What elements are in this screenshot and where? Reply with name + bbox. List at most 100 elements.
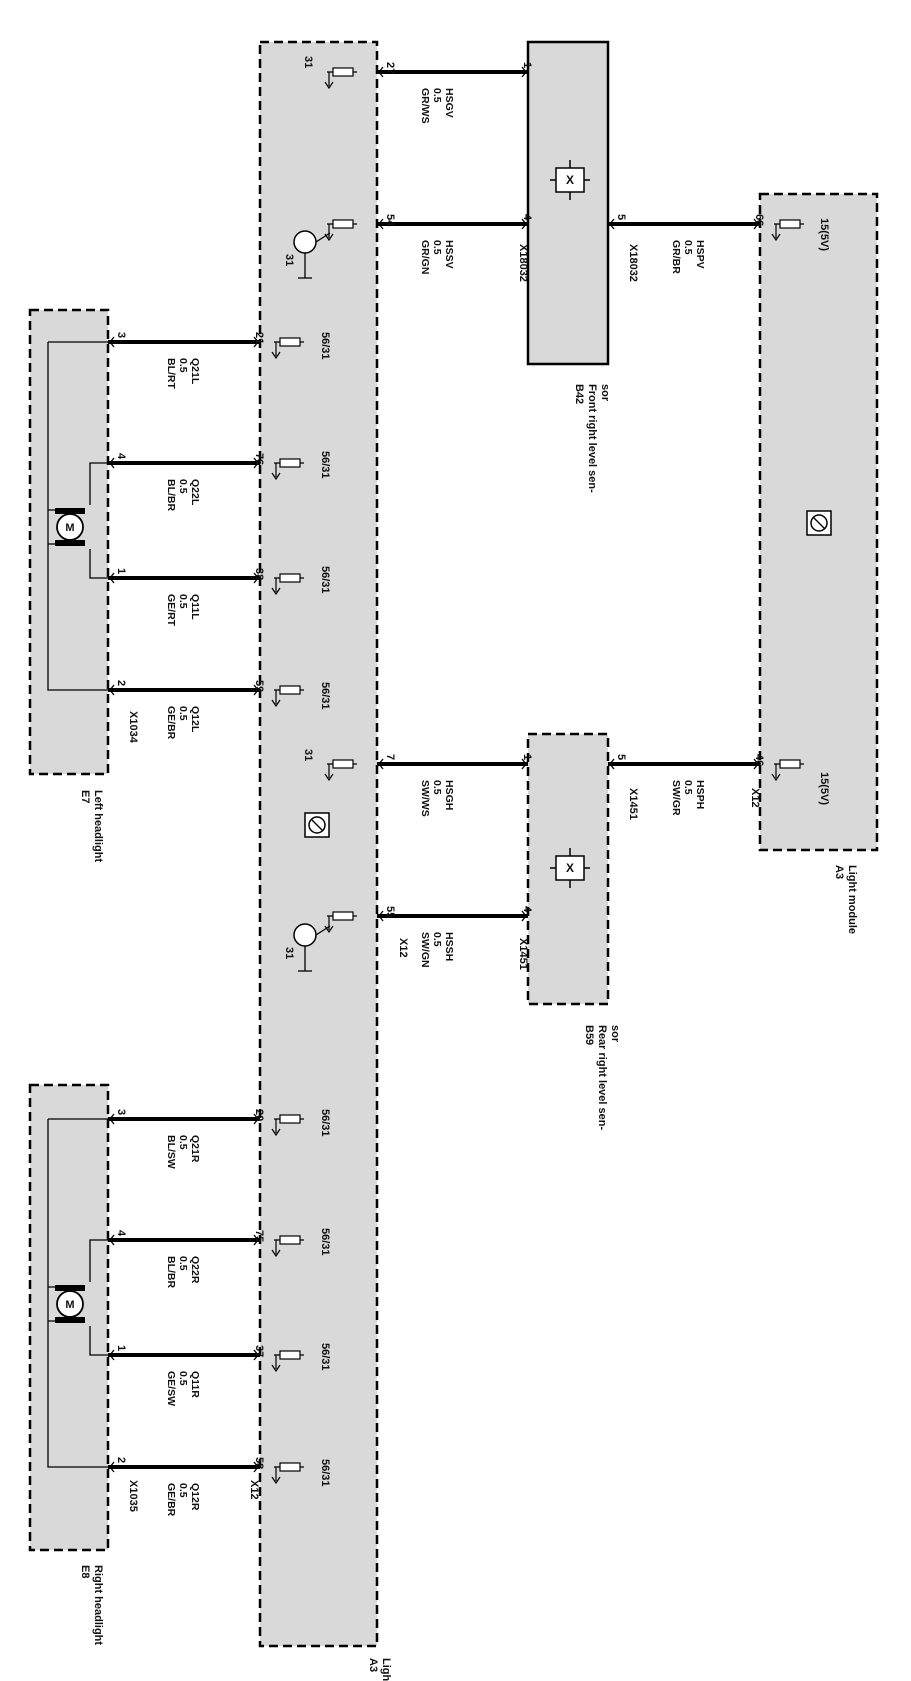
tap-arrow-head-q12r [271,1476,281,1485]
connector-rear-sensor-b: X1451 [517,938,529,970]
pin-chevron-q11l-a [109,572,115,584]
wire-label-q22r-color: BL/BR [165,1256,177,1288]
tap-arrow-head-q11r [271,1364,281,1373]
wire-label-q22r-code: Q22R [189,1256,201,1284]
wire-label-q12r-color: GE/BR [165,1483,177,1517]
wire-label-q12r-code: Q12R [189,1483,201,1511]
wire-label-q21r-color: BL/SW [165,1135,177,1169]
pin-chevron-hsgh-a [378,758,384,770]
pin-chevron-hsph-a [609,758,615,770]
pin-number-hssh-a: 55 [384,906,396,918]
resistor-hssh [332,911,354,921]
light-module-right-label: A3 Light module [833,865,858,934]
wire-label-q21r-size: 0.5 [177,1135,189,1150]
pin-number-q21r-a: 3 [115,1109,127,1115]
front-sensor-symbol-text: X [566,173,574,187]
transistor-icon-rear: 31 [283,923,331,972]
pin-chevron-q12r-a [109,1461,115,1473]
right-motor-text: M [65,1299,74,1311]
wire-label-q11r-color: GE/SW [165,1371,177,1406]
wire-label-hsph-code: HSPH [694,780,706,809]
pin-number-hsgv-b: 1 [521,62,533,68]
wire-label-hssv-color: GR/GN [419,240,431,274]
pin-chevron-hssh-a [378,910,384,922]
connector-light-module-main-a: X12 [397,938,409,958]
wire-label-hsgv-color: GR/WS [419,88,431,124]
light-module-right-symbol-icon [806,510,832,536]
right-headlight-name: Right headlight [92,1565,104,1645]
pin-chevron-hssv-b [521,218,527,230]
wire-label-q22l-code: Q22L [189,479,201,506]
pin-number-q22l-a: 4 [115,453,127,460]
pin-number-hsgv-a: 27 [384,62,396,74]
pin-number-q21r-b: 20 [253,1109,265,1121]
connector-right-headlight: X1035 [127,1480,139,1512]
wire-label-q12r-size: 0.5 [177,1483,189,1498]
shield-label-37: 56/31 [319,1343,331,1371]
pin-number-q22l-b: 76 [253,453,265,465]
pin-chevron-q22r-a [109,1234,115,1246]
resistor-q22l [279,458,301,468]
tap-arrow-head-q22r [271,1249,281,1258]
pin-number-q12l-a: 2 [115,680,127,686]
front-sensor-name-cont: sor [599,384,611,402]
wire-label-q12l-size: 0.5 [177,706,189,721]
tap-arrow-head-hsgv [324,81,334,90]
pin-number-hssv-b: 4 [521,214,533,221]
pin-chevron-q22l-a [109,457,115,469]
pin-number-hssv-a: 54 [384,214,396,227]
front-sensor-label: B42 Front right level sen- sor [573,384,611,493]
pin-number-q11l-a: 1 [115,568,127,574]
pin-chevron-q21r-b [253,1113,259,1125]
wire-label-q22r-size: 0.5 [177,1256,189,1271]
tap-arrow-head-q12l [271,699,281,708]
tap-arrow-head-hspv [771,233,781,242]
pin-number-q11r-a: 1 [115,1345,127,1351]
right-headlight-designator: E8 [79,1565,91,1578]
resistor-q11r [279,1350,301,1360]
tap-arrow-head-hsgh [324,773,334,782]
tap-arrow-head-q21r [271,1128,281,1137]
left-headlight-motor-icon: M [47,341,108,691]
gnd-label-front-transistor: 31 [283,254,295,266]
wire-label-hsgv-size: 0.5 [431,88,443,103]
tap-arrow-head-q11l [271,587,281,596]
pin-number-q22r-a: 4 [115,1230,127,1237]
resistor-q11l [279,573,301,583]
tap-arrow-head-q22l [271,472,281,481]
wire-label-hsgh-code: HSGH [443,780,455,810]
wire-label-q11l-code: Q11L [189,594,201,620]
wire-label-hssh-color: SW/GN [419,932,431,968]
resistor-hsgv [332,67,354,77]
tap-arrow-head-hsph [771,773,781,782]
wire-label-hssv-code: HSSV [443,240,455,269]
light-module-right-designator: A3 [833,865,845,879]
light-module-main-name: Light module [380,1658,392,1681]
pin-number-hsph-a: 5 [615,754,627,760]
rear-sensor-label: B59 Rear right level sen- sor [583,1025,621,1130]
pin-number-hsgh-b: 1 [521,754,533,760]
pin-chevron-q22r-b [253,1234,259,1246]
wire-label-q21l-code: Q21L [189,358,201,385]
front-sensor-box [526,40,610,366]
front-sensor-symbol: X [550,160,590,200]
wire-label-hssh-code: HSSH [443,932,455,961]
wire-label-q12l-code: Q12L [189,706,201,733]
pin-number-hsgh-a: 7 [384,754,396,760]
wire-label-hspv-code: HSPV [694,240,706,269]
pin-chevron-hspv-b [753,218,759,230]
tap-arrow-head-hssh [324,925,334,934]
shield-label-76: 56/31 [319,451,331,479]
pin-number-q12r-b: 58 [253,1457,265,1469]
pin-number-hsph-b: 46 [753,754,765,766]
connector-front-sensor-a: X18032 [517,244,529,282]
pin-number-hssh-b: 4 [521,906,533,913]
